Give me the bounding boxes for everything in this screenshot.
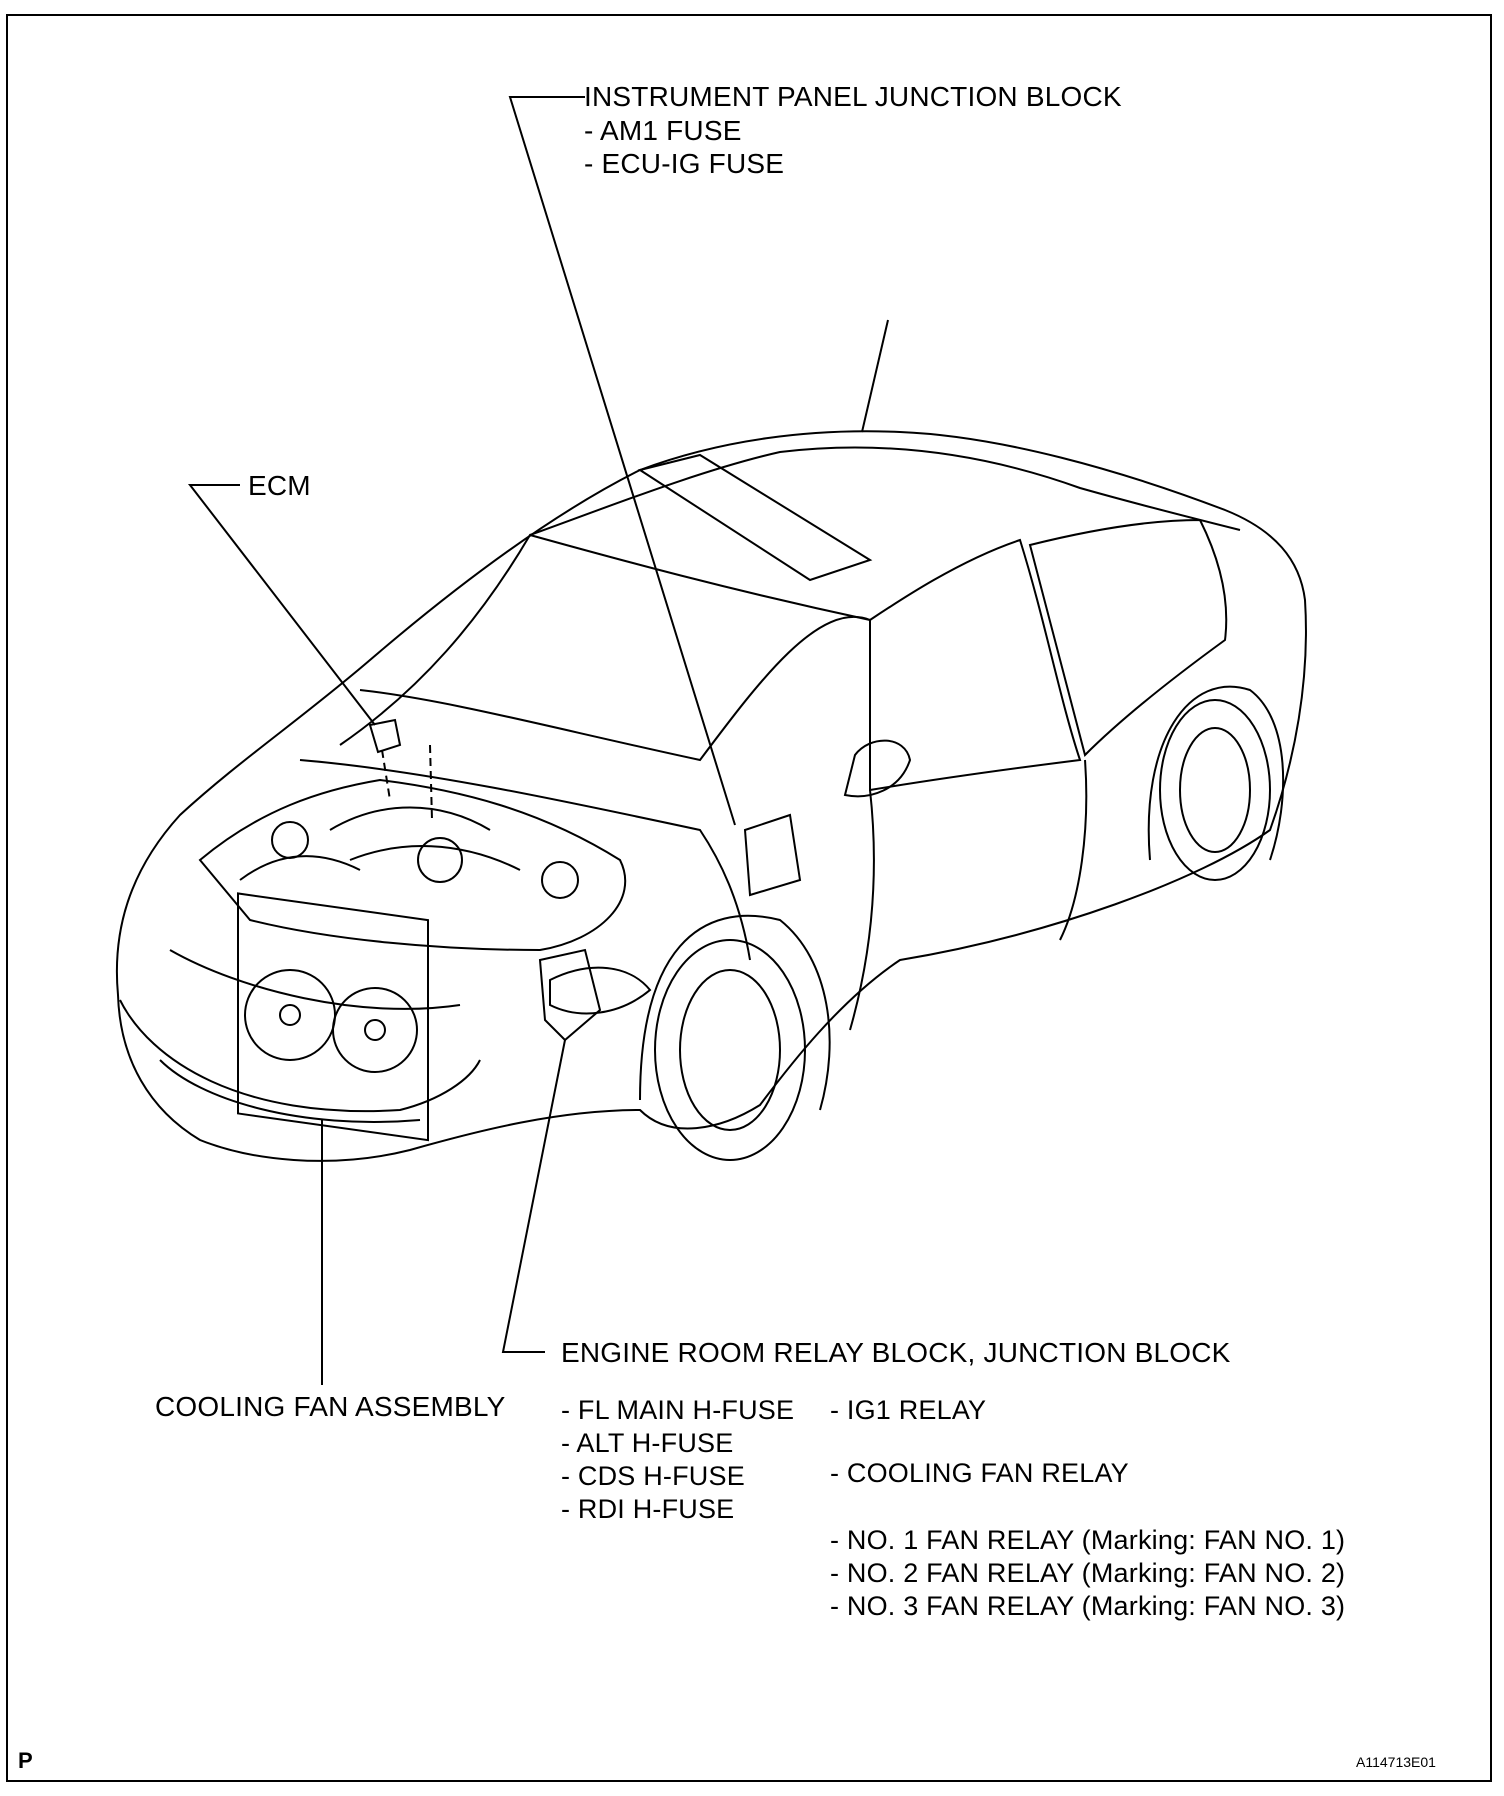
rear-wheel-rim — [1179, 727, 1251, 853]
sunroof — [637, 453, 873, 582]
erb-title: ENGINE ROOM RELAY BLOCK, JUNCTION BLOCK — [561, 1337, 1231, 1368]
ip-junction-block — [743, 813, 802, 897]
car-body-outline — [115, 430, 1307, 1162]
door-rear-line — [1059, 759, 1088, 941]
fuse-item: - FL MAIN H-FUSE — [561, 1395, 795, 1425]
front-wheel — [654, 939, 806, 1161]
ecm-component — [368, 718, 402, 754]
cooling-fan-frame — [237, 892, 429, 1142]
front-bumper — [119, 999, 481, 1113]
figure-code: A114713E01 — [1356, 1754, 1436, 1770]
lower-grille — [159, 1059, 421, 1123]
rear-wheel — [1159, 699, 1271, 881]
side-window-rear — [1028, 518, 1228, 757]
front-wheel-arch — [639, 914, 831, 1111]
cooling-fan-assembly-label: COOLING FAN ASSEMBLY — [155, 1391, 506, 1422]
front-wheel-rim — [679, 969, 781, 1131]
antenna — [861, 319, 889, 433]
engine-bay — [198, 778, 627, 952]
fuse-item: - RDI H-FUSE — [561, 1494, 735, 1524]
fuse-list: - FL MAIN H-FUSE - ALT H-FUSE - CDS H-FU… — [561, 1394, 794, 1526]
headlight — [549, 966, 652, 1015]
fan-relay-item: - NO. 1 FAN RELAY (Marking: FAN NO. 1) — [830, 1525, 1346, 1555]
hood-edge — [299, 759, 751, 961]
diagram-frame — [6, 14, 1492, 1782]
door-line — [849, 789, 875, 1031]
fan-relay-item: - NO. 3 FAN RELAY (Marking: FAN NO. 3) — [830, 1591, 1346, 1621]
corner-mark: P — [18, 1748, 33, 1773]
fan-relay-item: - NO. 2 FAN RELAY (Marking: FAN NO. 2) — [830, 1558, 1346, 1588]
ipjb-item-am1: - AM1 FUSE — [584, 115, 742, 146]
fan-right — [332, 987, 418, 1073]
side-window-front — [869, 538, 1082, 792]
fan-relay-list: - NO. 1 FAN RELAY (Marking: FAN NO. 1) -… — [830, 1524, 1345, 1623]
leader-erb — [501, 1039, 566, 1353]
ipjb-title: INSTRUMENT PANEL JUNCTION BLOCK — [584, 81, 1122, 112]
rear-wheel-arch — [1147, 685, 1285, 861]
windshield — [339, 533, 871, 746]
leader-ecm — [187, 484, 376, 726]
ecm-label: ECM — [248, 470, 311, 501]
leader-ipjb — [508, 96, 736, 826]
windshield-inner — [359, 615, 871, 762]
engine-room-relay-block — [538, 948, 602, 1042]
fuse-item: - CDS H-FUSE — [561, 1461, 745, 1491]
side-mirror — [843, 739, 912, 798]
ipjb-item-ecu-ig: - ECU-IG FUSE — [584, 148, 785, 179]
fan-left — [244, 969, 336, 1061]
ig1-relay-label: - IG1 RELAY — [830, 1395, 987, 1425]
upper-grille — [169, 949, 461, 1010]
fuse-item: - ALT H-FUSE — [561, 1428, 734, 1458]
cooling-fan-relay-label: - COOLING FAN RELAY — [830, 1458, 1129, 1488]
roof-line — [529, 446, 1241, 536]
